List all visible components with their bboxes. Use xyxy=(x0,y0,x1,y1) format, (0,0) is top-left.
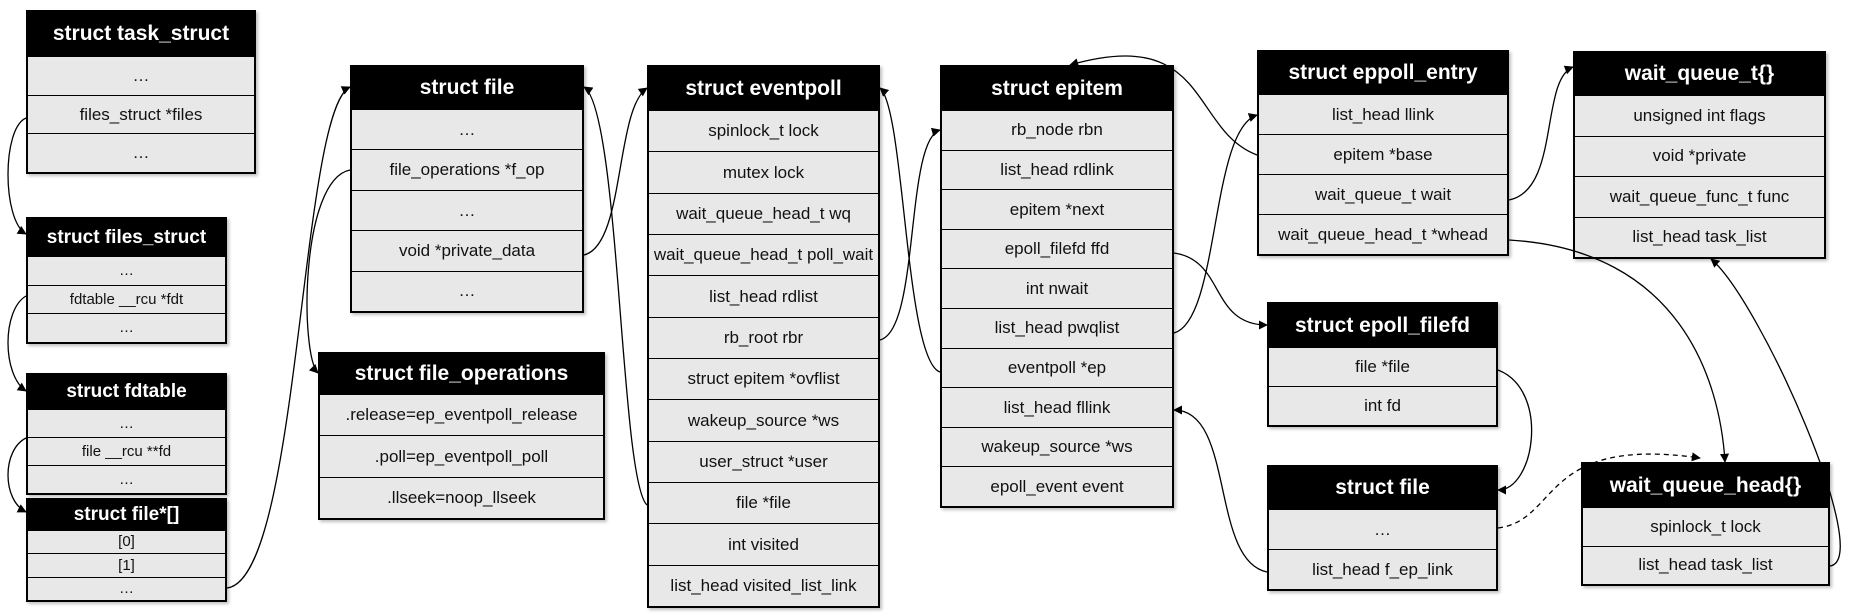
struct-field: file *file xyxy=(1269,347,1496,386)
struct-field: .release=ep_eventpoll_release xyxy=(320,394,603,435)
struct-field: struct epitem *ovflist xyxy=(649,357,878,399)
struct-title: wait_queue_t{} xyxy=(1575,53,1824,95)
struct-box-file: struct file…file_operations *f_op…void *… xyxy=(350,65,584,313)
struct-title: struct file_operations xyxy=(320,354,603,394)
struct-field: list_head task_list xyxy=(1583,545,1828,585)
struct-field: … xyxy=(352,109,582,149)
connector-f-ep-link-to-fllink xyxy=(1173,405,1268,573)
struct-box-files-struct: struct files_struct…fdtable __rcu *fdt… xyxy=(26,217,227,344)
struct-field: int fd xyxy=(1269,386,1496,425)
struct-field: list_head rdlink xyxy=(942,149,1172,190)
struct-field: … xyxy=(352,189,582,230)
struct-field: file_operations *f_op xyxy=(352,149,582,189)
struct-field: … xyxy=(28,313,225,342)
struct-title: struct eventpoll xyxy=(649,67,878,110)
struct-field: file __rcu **fd xyxy=(28,437,225,465)
struct-field: [1] xyxy=(28,553,225,576)
struct-title: struct epoll_filefd xyxy=(1269,304,1496,347)
struct-field: … xyxy=(28,576,225,600)
struct-field: wakeup_source *ws xyxy=(942,426,1172,467)
struct-box-file2: struct file…list_head f_ep_link xyxy=(1267,465,1498,591)
struct-field: user_struct *user xyxy=(649,440,878,482)
struct-field: wakeup_source *ws xyxy=(649,399,878,440)
struct-field: int visited xyxy=(649,523,878,564)
struct-title: struct eppoll_entry xyxy=(1259,52,1507,94)
struct-field: list_head llink xyxy=(1259,94,1507,134)
struct-field: list_head visited_list_link xyxy=(649,564,878,606)
struct-field: … xyxy=(28,56,254,95)
struct-field: spinlock_t lock xyxy=(649,110,878,151)
struct-box-fdtable: struct fdtable…file __rcu **fd… xyxy=(26,373,227,495)
connector-pwqlist-to-eppoll-entry xyxy=(1173,113,1258,334)
struct-field: … xyxy=(28,465,225,493)
struct-field: file *file xyxy=(649,481,878,523)
connector-wait-to-wait-queue-t xyxy=(1508,65,1574,201)
struct-field: list_head rdlist xyxy=(649,275,878,316)
struct-field: wait_queue_head_t *whead xyxy=(1259,214,1507,254)
connector-fdtable-fd-to-file-array xyxy=(7,437,27,513)
struct-field: rb_root rbr xyxy=(649,316,878,358)
struct-field: list_head f_ep_link xyxy=(1269,549,1496,589)
struct-box-file-operations: struct file_operations.release=ep_eventp… xyxy=(318,352,605,520)
struct-field: … xyxy=(28,256,225,285)
struct-field: … xyxy=(1269,509,1496,549)
struct-title: struct fdtable xyxy=(28,375,225,409)
struct-field: … xyxy=(28,409,225,437)
struct-field: spinlock_t lock xyxy=(1583,507,1828,546)
struct-title: struct file xyxy=(352,67,582,109)
struct-field: rb_node rbn xyxy=(942,110,1172,150)
struct-field: wait_queue_func_t func xyxy=(1575,176,1824,217)
connector-ep-to-eventpoll xyxy=(879,87,941,373)
struct-field: .poll=ep_eventpoll_poll xyxy=(320,435,603,476)
struct-field: epoll_event event xyxy=(942,466,1172,506)
struct-title: struct task_struct xyxy=(28,12,254,56)
struct-field: wait_queue_head_t wq xyxy=(649,192,878,234)
struct-title: struct file xyxy=(1269,467,1496,509)
struct-field: int nwait xyxy=(942,268,1172,308)
struct-field: wait_queue_head_t poll_wait xyxy=(649,233,878,275)
struct-field: wait_queue_t wait xyxy=(1259,174,1507,214)
struct-field: list_head fllink xyxy=(942,387,1172,427)
struct-field: epitem *base xyxy=(1259,134,1507,174)
struct-box-file-array: struct file*[][0][1]… xyxy=(26,498,227,602)
connector-rbr-to-epitem xyxy=(879,127,941,341)
struct-field: … xyxy=(352,270,582,311)
struct-field: fdtable __rcu *fdt xyxy=(28,284,225,314)
struct-field: void *private_data xyxy=(352,230,582,270)
struct-field: list_head task_list xyxy=(1575,216,1824,258)
struct-title: wait_queue_head{} xyxy=(1583,464,1828,507)
struct-field: epitem *next xyxy=(942,189,1172,229)
struct-field: unsigned int flags xyxy=(1575,95,1824,136)
connector-whead-to-wait-queue-head xyxy=(1508,239,1730,463)
connector-epoll-filefd-file-to-file2 xyxy=(1497,369,1533,495)
struct-field: [0] xyxy=(28,530,225,553)
struct-field: .llseek=noop_llseek xyxy=(320,476,603,518)
struct-box-task-struct: struct task_struct…files_struct *files… xyxy=(26,10,256,174)
struct-field: list_head pwqlist xyxy=(942,307,1172,348)
struct-title: struct files_struct xyxy=(28,219,225,256)
struct-field: files_struct *files xyxy=(28,94,254,134)
struct-field: mutex lock xyxy=(649,151,878,192)
struct-field: … xyxy=(28,133,254,172)
connector-files-fdt-to-fdtable xyxy=(7,295,27,392)
struct-field: eventpoll *ep xyxy=(942,347,1172,388)
struct-field: void *private xyxy=(1575,135,1824,177)
connector-task-files-to-files-struct xyxy=(7,117,27,235)
connector-ffd-to-epoll-filefd xyxy=(1173,252,1268,330)
connector-f-op-to-file-operations xyxy=(306,169,351,374)
struct-title: struct file*[] xyxy=(28,500,225,530)
struct-title: struct epitem xyxy=(942,67,1172,110)
struct-field: epoll_filefd ffd xyxy=(942,228,1172,269)
connector-private-data-to-eventpoll xyxy=(583,87,648,256)
